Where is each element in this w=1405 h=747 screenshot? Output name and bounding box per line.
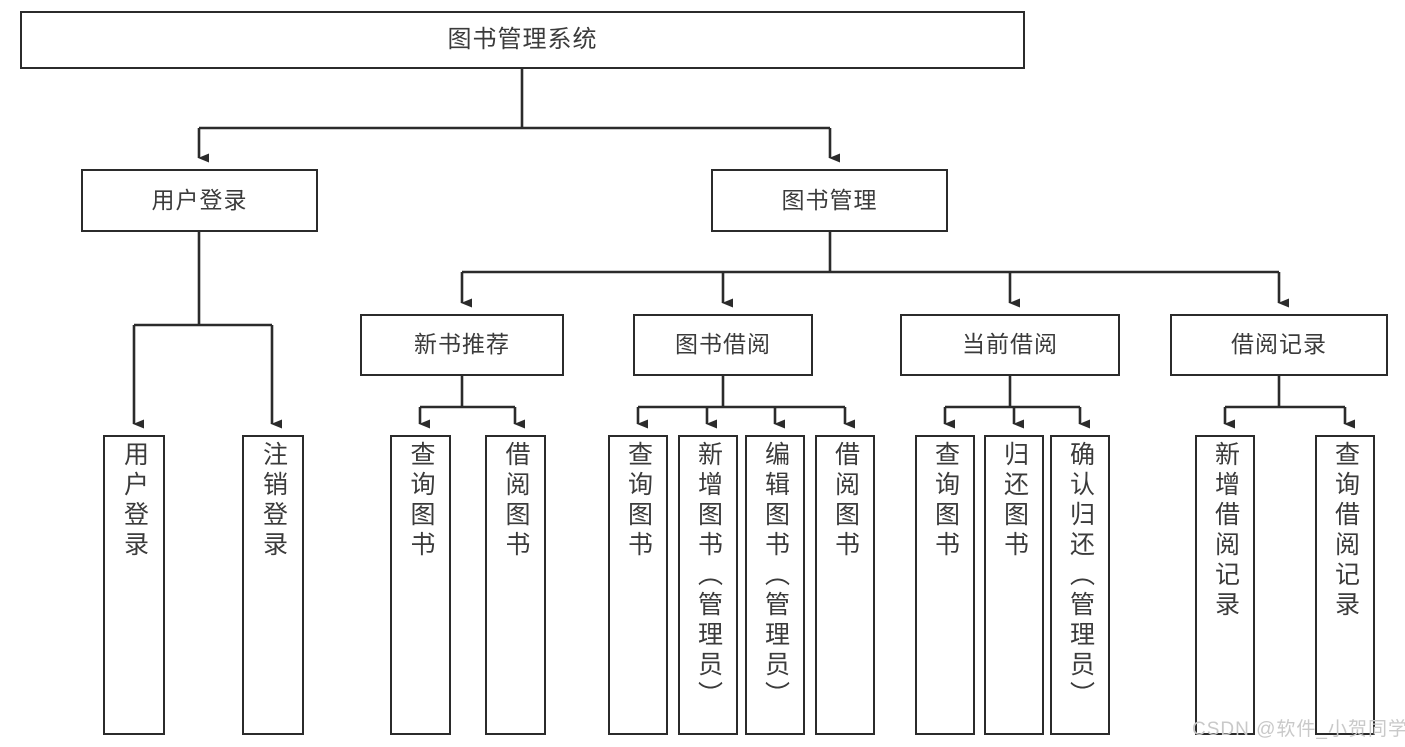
leaf-query-book-recommend[interactable]: 查询图书 <box>390 435 451 735</box>
leaf-confirm-return-admin[interactable]: 确认归还（管理员） <box>1050 435 1110 735</box>
node-book-borrow-label: 图书借阅 <box>675 331 771 358</box>
leaf-return-book[interactable]: 归还图书 <box>984 435 1044 735</box>
node-user-login[interactable]: 用户登录 <box>81 169 318 232</box>
leaf-add-book-admin[interactable]: 新增图书（管理员） <box>678 435 738 735</box>
leaf-edit-book-admin[interactable]: 编辑图书（管理员） <box>745 435 805 735</box>
node-borrow-record-label: 借阅记录 <box>1231 331 1327 358</box>
node-user-login-label: 用户登录 <box>151 186 248 213</box>
leaf-borrow-book-label: 借阅图书 <box>831 441 860 561</box>
leaf-user-login-label: 用户登录 <box>120 441 149 561</box>
leaf-logout[interactable]: 注销登录 <box>242 435 304 735</box>
leaf-add-book-admin-label: 新增图书（管理员） <box>694 441 723 711</box>
leaf-query-book-recommend-label: 查询图书 <box>407 441 435 561</box>
node-book-management-label: 图书管理 <box>781 186 878 213</box>
leaf-query-book-borrow-label: 查询图书 <box>624 441 653 561</box>
leaf-borrow-book[interactable]: 借阅图书 <box>815 435 875 735</box>
node-book-borrow[interactable]: 图书借阅 <box>633 314 813 376</box>
leaf-borrow-book-recommend-label: 借阅图书 <box>502 441 530 561</box>
leaf-user-login[interactable]: 用户登录 <box>103 435 165 735</box>
leaf-add-borrow-record-label: 新增借阅记录 <box>1211 441 1240 621</box>
leaf-confirm-return-admin-label: 确认归还（管理员） <box>1066 441 1095 711</box>
leaf-query-borrow-record[interactable]: 查询借阅记录 <box>1315 435 1375 735</box>
node-borrow-record[interactable]: 借阅记录 <box>1170 314 1388 376</box>
node-current-borrow-label: 当前借阅 <box>962 331 1058 358</box>
leaf-add-borrow-record[interactable]: 新增借阅记录 <box>1195 435 1255 735</box>
node-new-book-recommend[interactable]: 新书推荐 <box>360 314 564 376</box>
node-book-management[interactable]: 图书管理 <box>711 169 948 232</box>
leaf-logout-label: 注销登录 <box>259 441 288 561</box>
node-root[interactable]: 图书管理系统 <box>20 11 1025 69</box>
node-new-book-recommend-label: 新书推荐 <box>414 331 510 358</box>
leaf-query-book-current-label: 查询图书 <box>931 441 960 561</box>
node-current-borrow[interactable]: 当前借阅 <box>900 314 1120 376</box>
leaf-return-book-label: 归还图书 <box>1000 441 1029 561</box>
leaf-query-book-current[interactable]: 查询图书 <box>915 435 975 735</box>
watermark: CSDN @软件_小贺同学 <box>1192 719 1405 740</box>
leaf-borrow-book-recommend[interactable]: 借阅图书 <box>485 435 546 735</box>
node-root-label: 图书管理系统 <box>447 25 598 53</box>
leaf-edit-book-admin-label: 编辑图书（管理员） <box>761 441 790 711</box>
leaf-query-book-borrow[interactable]: 查询图书 <box>608 435 668 735</box>
leaf-query-borrow-record-label: 查询借阅记录 <box>1331 441 1360 621</box>
